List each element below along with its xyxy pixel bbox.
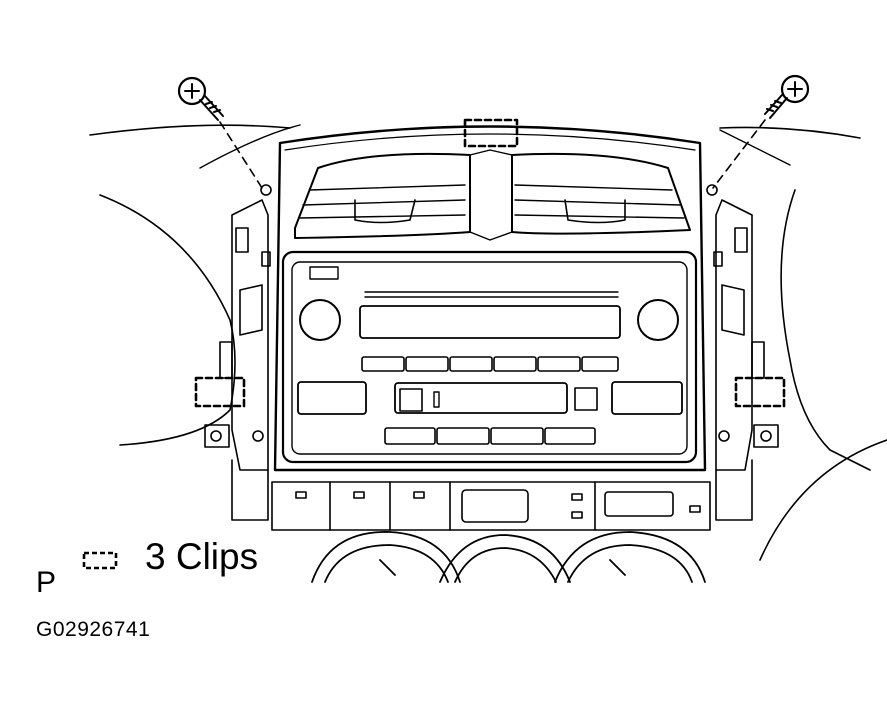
center-cluster-panel <box>273 125 707 472</box>
screw-hole-left <box>260 184 272 196</box>
legend-clips-label: 3 Clips <box>145 536 259 577</box>
air-vent-left <box>294 152 471 239</box>
screw-icon-right <box>764 74 810 119</box>
clip-icon-top <box>463 118 519 148</box>
side-bracket-right <box>713 199 779 521</box>
screw-guide-lines <box>219 119 766 189</box>
dashboard-outline <box>89 124 887 561</box>
clip-icon-right <box>734 376 786 408</box>
view-letter: P <box>36 566 57 599</box>
clip-icon-left <box>194 376 246 408</box>
audio-unit <box>281 250 698 464</box>
figure-code: G02926741 <box>36 618 151 641</box>
lower-buttons-row <box>384 427 596 445</box>
climate-dials <box>311 531 706 583</box>
air-vent-right <box>511 152 691 235</box>
clip-icon <box>82 551 118 570</box>
side-bracket-left <box>204 199 271 521</box>
preset-buttons-row <box>361 356 619 372</box>
screw-hole-right <box>706 184 718 196</box>
screw-icon-left <box>177 76 224 121</box>
lower-control-panel <box>271 481 711 531</box>
